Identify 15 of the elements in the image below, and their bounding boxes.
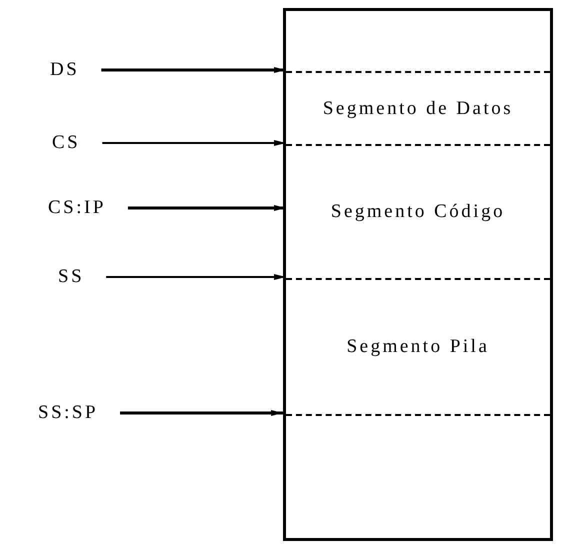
arrow [106,274,286,280]
segment-label: Segmento de Datos [322,98,514,120]
register-label: SS:SP [38,402,98,424]
arrow [101,67,286,73]
arrow [120,410,283,416]
register-label: CS:IP [48,197,106,219]
register-label: SS [58,266,84,288]
memory-block [283,8,553,541]
segment-label: Segmento Código [330,201,506,223]
register-label: CS [52,132,80,154]
segment-label: Segmento Pila [346,336,490,358]
register-label: DS [50,59,80,81]
arrow [102,140,286,146]
memory-segment [286,278,550,416]
arrow [128,205,286,211]
